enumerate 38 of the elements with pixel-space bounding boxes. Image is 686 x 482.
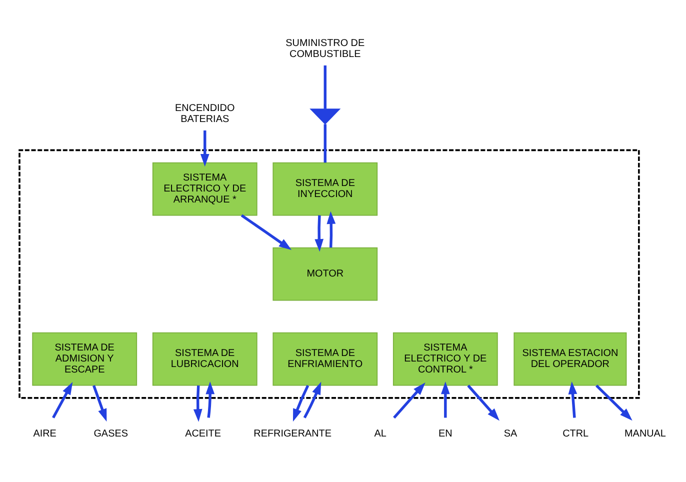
arrow [303,381,322,418]
node-box: SISTEMA DE ADMISION Y ESCAPE [32,332,138,386]
node-text: SUMINISTRO DE COMBUSTIBLE [286,38,365,60]
arrow [314,214,324,252]
node-text: SA [504,428,518,440]
node-box: SISTEMA ESTACION DEL OPERADOR [514,332,627,386]
node-text: GASES [94,428,128,440]
arrow [92,384,107,422]
node-text: EN [438,428,452,440]
arrow [596,384,632,420]
node-box: SISTEMA DE ENFRIAMIENTO [272,332,378,386]
arrow [326,210,336,248]
connector [324,124,326,162]
node-text: REFRIGERANTE [254,428,332,440]
cluster [18,148,640,398]
connector [324,64,326,108]
arrow [568,380,578,418]
node-text: MANUAL [624,428,666,440]
node-box: SISTEMA DE LUBRICACION [152,332,258,386]
arrow [240,214,292,250]
node-text: ACEITE [185,428,222,440]
node-text: AIRE [33,428,56,440]
node-box: SISTEMA DE INYECCION [272,162,378,216]
node-text: CTRL [562,428,589,440]
node-valve [310,108,341,124]
arrow [52,381,73,418]
arrow [467,384,500,420]
arrow [193,384,202,422]
node-text: ENCENDIDO BATERIAS [175,102,235,124]
arrow [206,380,215,418]
arrow [393,382,426,418]
arrow [292,384,310,422]
arrow [440,380,450,418]
arrow [200,130,210,166]
node-box: SISTEMA ELECTRICO Y DE CONTROL * [392,332,498,386]
node-box: SISTEMA ELECTRICO Y DE ARRANQUE * [152,162,258,216]
node-text: AL [374,428,386,440]
node-box: MOTOR [272,246,378,300]
